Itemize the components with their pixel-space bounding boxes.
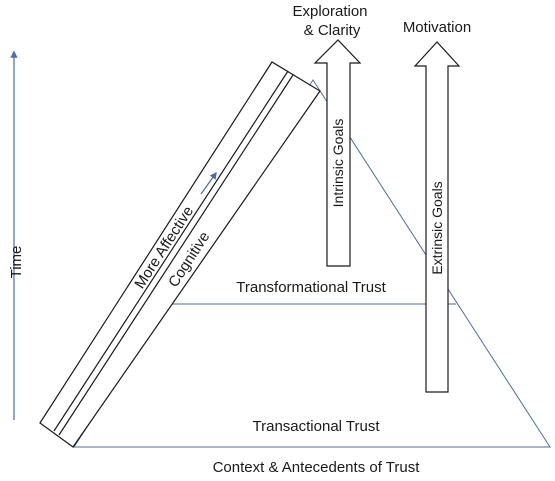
intrinsic-goals-label: Intrinsic Goals — [330, 119, 346, 208]
exploration-label-line1: Exploration — [292, 3, 367, 20]
motivation-label: Motivation — [403, 19, 471, 36]
transformational-trust-label: Transformational Trust — [236, 279, 386, 296]
affective-direction-arrow — [200, 171, 217, 195]
band-divider-left — [53, 70, 289, 432]
exploration-label-line2: & Clarity — [304, 22, 361, 39]
intrinsic-goals-arrow — [313, 39, 362, 267]
extrinsic-goals-label: Extrinsic Goals — [429, 181, 445, 274]
affective-cognitive-band — [39, 61, 321, 448]
context-antecedents-label: Context & Antecedents of Trust — [213, 459, 421, 476]
transactional-trust-label: Transactional Trust — [253, 418, 381, 435]
band-divider-right — [58, 74, 294, 436]
extrinsic-goals-arrow — [413, 41, 461, 393]
time-label: Time — [8, 246, 25, 279]
